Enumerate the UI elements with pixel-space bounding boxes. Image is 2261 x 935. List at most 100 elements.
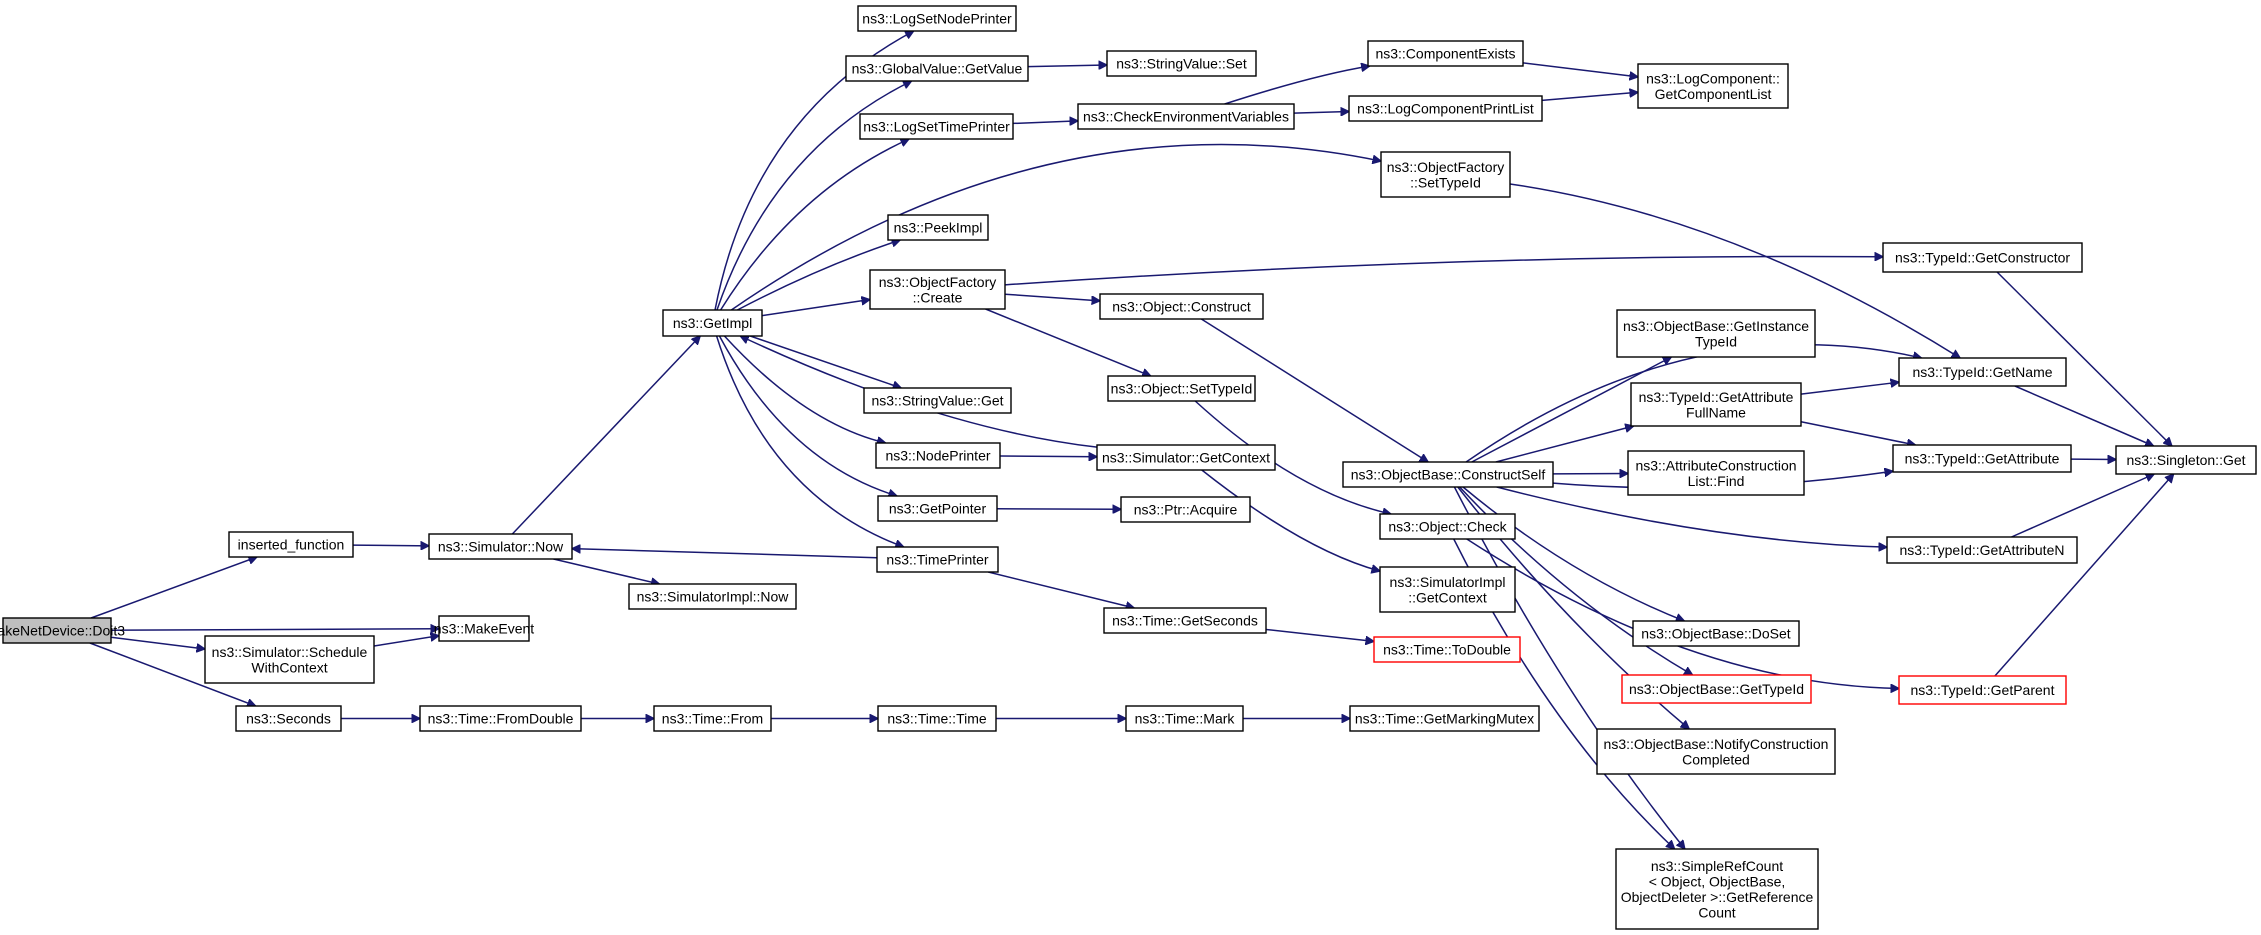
- edge-ofcreate-to-objconstruct: [1004, 293, 1100, 301]
- node-fromdouble[interactable]: ns3::Time::FromDouble: [419, 705, 582, 732]
- node-compexists[interactable]: ns3::ComponentExists: [1367, 40, 1524, 67]
- node-ofsettypeid[interactable]: ns3::ObjectFactory::SetTypeId: [1380, 151, 1511, 198]
- node-label: ns3::Simulator::Schedule: [212, 644, 368, 660]
- node-box: [1898, 675, 2067, 705]
- node-nodeprinter[interactable]: ns3::NodePrinter: [875, 442, 1001, 469]
- node-seconds[interactable]: ns3::Seconds: [235, 705, 342, 732]
- node-box: [1898, 357, 2067, 387]
- node-label: ns3::TypeId::GetParent: [1911, 682, 2055, 698]
- node-simplerefcount[interactable]: ns3::SimpleRefCount< Object, ObjectBase,…: [1615, 848, 1819, 930]
- node-simgetcontext[interactable]: ns3::Simulator::GetContext: [1096, 444, 1276, 471]
- edge-getattrfullname-to-getname: [1800, 382, 1899, 395]
- node-label: ns3::GetImpl: [673, 315, 752, 331]
- node-inserted[interactable]: inserted_function: [228, 531, 354, 558]
- node-label: ::SetTypeId: [1410, 174, 1481, 190]
- node-objconstruct[interactable]: ns3::Object::Construct: [1099, 293, 1264, 320]
- node-lognodeprinter[interactable]: ns3::LogSetNodePrinter: [857, 5, 1017, 32]
- node-svget[interactable]: ns3::StringValue::Get: [863, 387, 1012, 414]
- node-checkenv[interactable]: ns3::CheckEnvironmentVariables: [1077, 103, 1295, 130]
- node-timegetseconds[interactable]: ns3::Time::GetSeconds: [1103, 607, 1267, 634]
- node-getattributen[interactable]: ns3::TypeId::GetAttributeN: [1886, 536, 2078, 564]
- node-label: ns3::ObjectBase::GetInstance: [1623, 318, 1809, 334]
- node-svset[interactable]: ns3::StringValue::Set: [1106, 50, 1257, 77]
- node-box: [1632, 620, 1800, 647]
- node-label: ns3::SimpleRefCount: [1651, 858, 1783, 874]
- node-label: ns3::TypeId::GetAttributeN: [1900, 542, 2065, 558]
- node-timemark[interactable]: ns3::Time::Mark: [1125, 705, 1244, 732]
- node-objsettypeid[interactable]: ns3::Object::SetTypeId: [1107, 375, 1256, 402]
- node-label: WithContext: [251, 659, 327, 675]
- node-box: [1637, 63, 1789, 109]
- node-timetime[interactable]: ns3::Time::Time: [877, 705, 997, 732]
- node-simnow[interactable]: ns3::Simulator::Now: [428, 533, 573, 560]
- edge-checkenv-to-compexists: [1224, 66, 1370, 105]
- node-fake[interactable]: FakeNetDevice::Doit3: [0, 617, 125, 644]
- node-box: [662, 309, 763, 337]
- edge-constructself-to-getname: [1465, 344, 1921, 463]
- node-label: ns3::Time::From: [662, 711, 763, 727]
- node-box: [1099, 293, 1264, 320]
- node-label: ns3::StringValue::Get: [871, 393, 1003, 409]
- node-label: ns3::Ptr::Acquire: [1134, 502, 1238, 518]
- node-box: [1077, 103, 1295, 130]
- node-simimplgetcontext[interactable]: ns3::SimulatorImpl::GetContext: [1379, 566, 1516, 613]
- node-getpointer[interactable]: ns3::GetPointer: [877, 495, 998, 522]
- node-makeevent[interactable]: ns3::MakeEvent: [434, 615, 534, 642]
- node-getcomplist[interactable]: ns3::LogComponent::GetComponentList: [1637, 63, 1789, 109]
- node-getconstructor[interactable]: ns3::TypeId::GetConstructor: [1882, 242, 2083, 273]
- edge-nodeprinter-to-simgetcontext: [999, 456, 1097, 457]
- node-constructself[interactable]: ns3::ObjectBase::ConstructSelf: [1342, 461, 1554, 488]
- node-box: [228, 531, 354, 558]
- node-simimplnow[interactable]: ns3::SimulatorImpl::Now: [628, 583, 797, 610]
- node-notifyconstruction[interactable]: ns3::ObjectBase::NotifyConstructionCompl…: [1596, 728, 1836, 775]
- node-singletonget[interactable]: ns3::Singleton::Get: [2115, 445, 2257, 475]
- node-label: ns3::LogComponent::: [1646, 70, 1780, 86]
- node-logtimeprinter[interactable]: ns3::LogSetTimePrinter: [859, 113, 1014, 140]
- node-label: ns3::Time::Time: [887, 711, 987, 727]
- node-box: [1379, 566, 1516, 613]
- edge-getname-to-singletonget: [2014, 385, 2154, 446]
- node-obgettypeid[interactable]: ns3::ObjectBase::GetTypeId: [1621, 674, 1812, 704]
- node-label: ns3::Time::GetMarkingMutex: [1355, 711, 1534, 727]
- node-peekimpl[interactable]: ns3::PeekImpl: [887, 214, 989, 241]
- node-label: TypeId: [1695, 333, 1737, 349]
- node-getimpl[interactable]: ns3::GetImpl: [662, 309, 763, 337]
- node-getparent[interactable]: ns3::TypeId::GetParent: [1898, 675, 2067, 705]
- edge-getimpl-to-timeprinter: [715, 335, 904, 547]
- node-label: ns3::ComponentExists: [1375, 46, 1515, 62]
- node-doset[interactable]: ns3::ObjectBase::DoSet: [1632, 620, 1800, 647]
- node-label: Count: [1698, 904, 1735, 920]
- edge-timeprinter-to-timegetseconds: [988, 571, 1134, 608]
- node-todouble[interactable]: ns3::Time::ToDouble: [1373, 636, 1521, 663]
- node-getattribute[interactable]: ns3::TypeId::GetAttribute: [1892, 444, 2072, 473]
- node-gvgetvalue[interactable]: ns3::GlobalValue::GetValue: [845, 55, 1029, 82]
- node-label: inserted_function: [238, 537, 345, 553]
- node-objcheck[interactable]: ns3::Object::Check: [1379, 513, 1516, 540]
- node-box: [1367, 40, 1524, 67]
- edge-gvgetvalue-to-svset: [1027, 65, 1107, 67]
- edge-ofcreate-to-getconstructor: [1004, 256, 1883, 286]
- node-label: < Object, ObjectBase,: [1649, 873, 1786, 889]
- node-mutex[interactable]: ns3::Time::GetMarkingMutex: [1349, 705, 1540, 732]
- node-label: ns3::Time::GetSeconds: [1112, 613, 1258, 629]
- node-timeprinter[interactable]: ns3::TimePrinter: [876, 546, 999, 573]
- node-compprint[interactable]: ns3::LogComponentPrintList: [1348, 95, 1543, 122]
- node-getname[interactable]: ns3::TypeId::GetName: [1898, 357, 2067, 387]
- node-timefrom[interactable]: ns3::Time::From: [653, 705, 772, 732]
- node-label: ns3::Object::Check: [1388, 519, 1507, 535]
- node-label: FullName: [1686, 404, 1746, 420]
- node-box: [1616, 309, 1816, 358]
- node-ofcreate[interactable]: ns3::ObjectFactory::Create: [869, 269, 1006, 310]
- edge-compexists-to-getcomplist: [1522, 62, 1638, 77]
- node-ptracquire[interactable]: ns3::Ptr::Acquire: [1120, 496, 1251, 523]
- edge-logtimeprinter-to-checkenv: [1012, 121, 1078, 124]
- edge-constructself-to-getattributen: [1496, 486, 1887, 547]
- edge-compprint-to-getcomplist: [1541, 92, 1638, 102]
- node-box: [1373, 636, 1521, 663]
- node-box: [1621, 674, 1812, 704]
